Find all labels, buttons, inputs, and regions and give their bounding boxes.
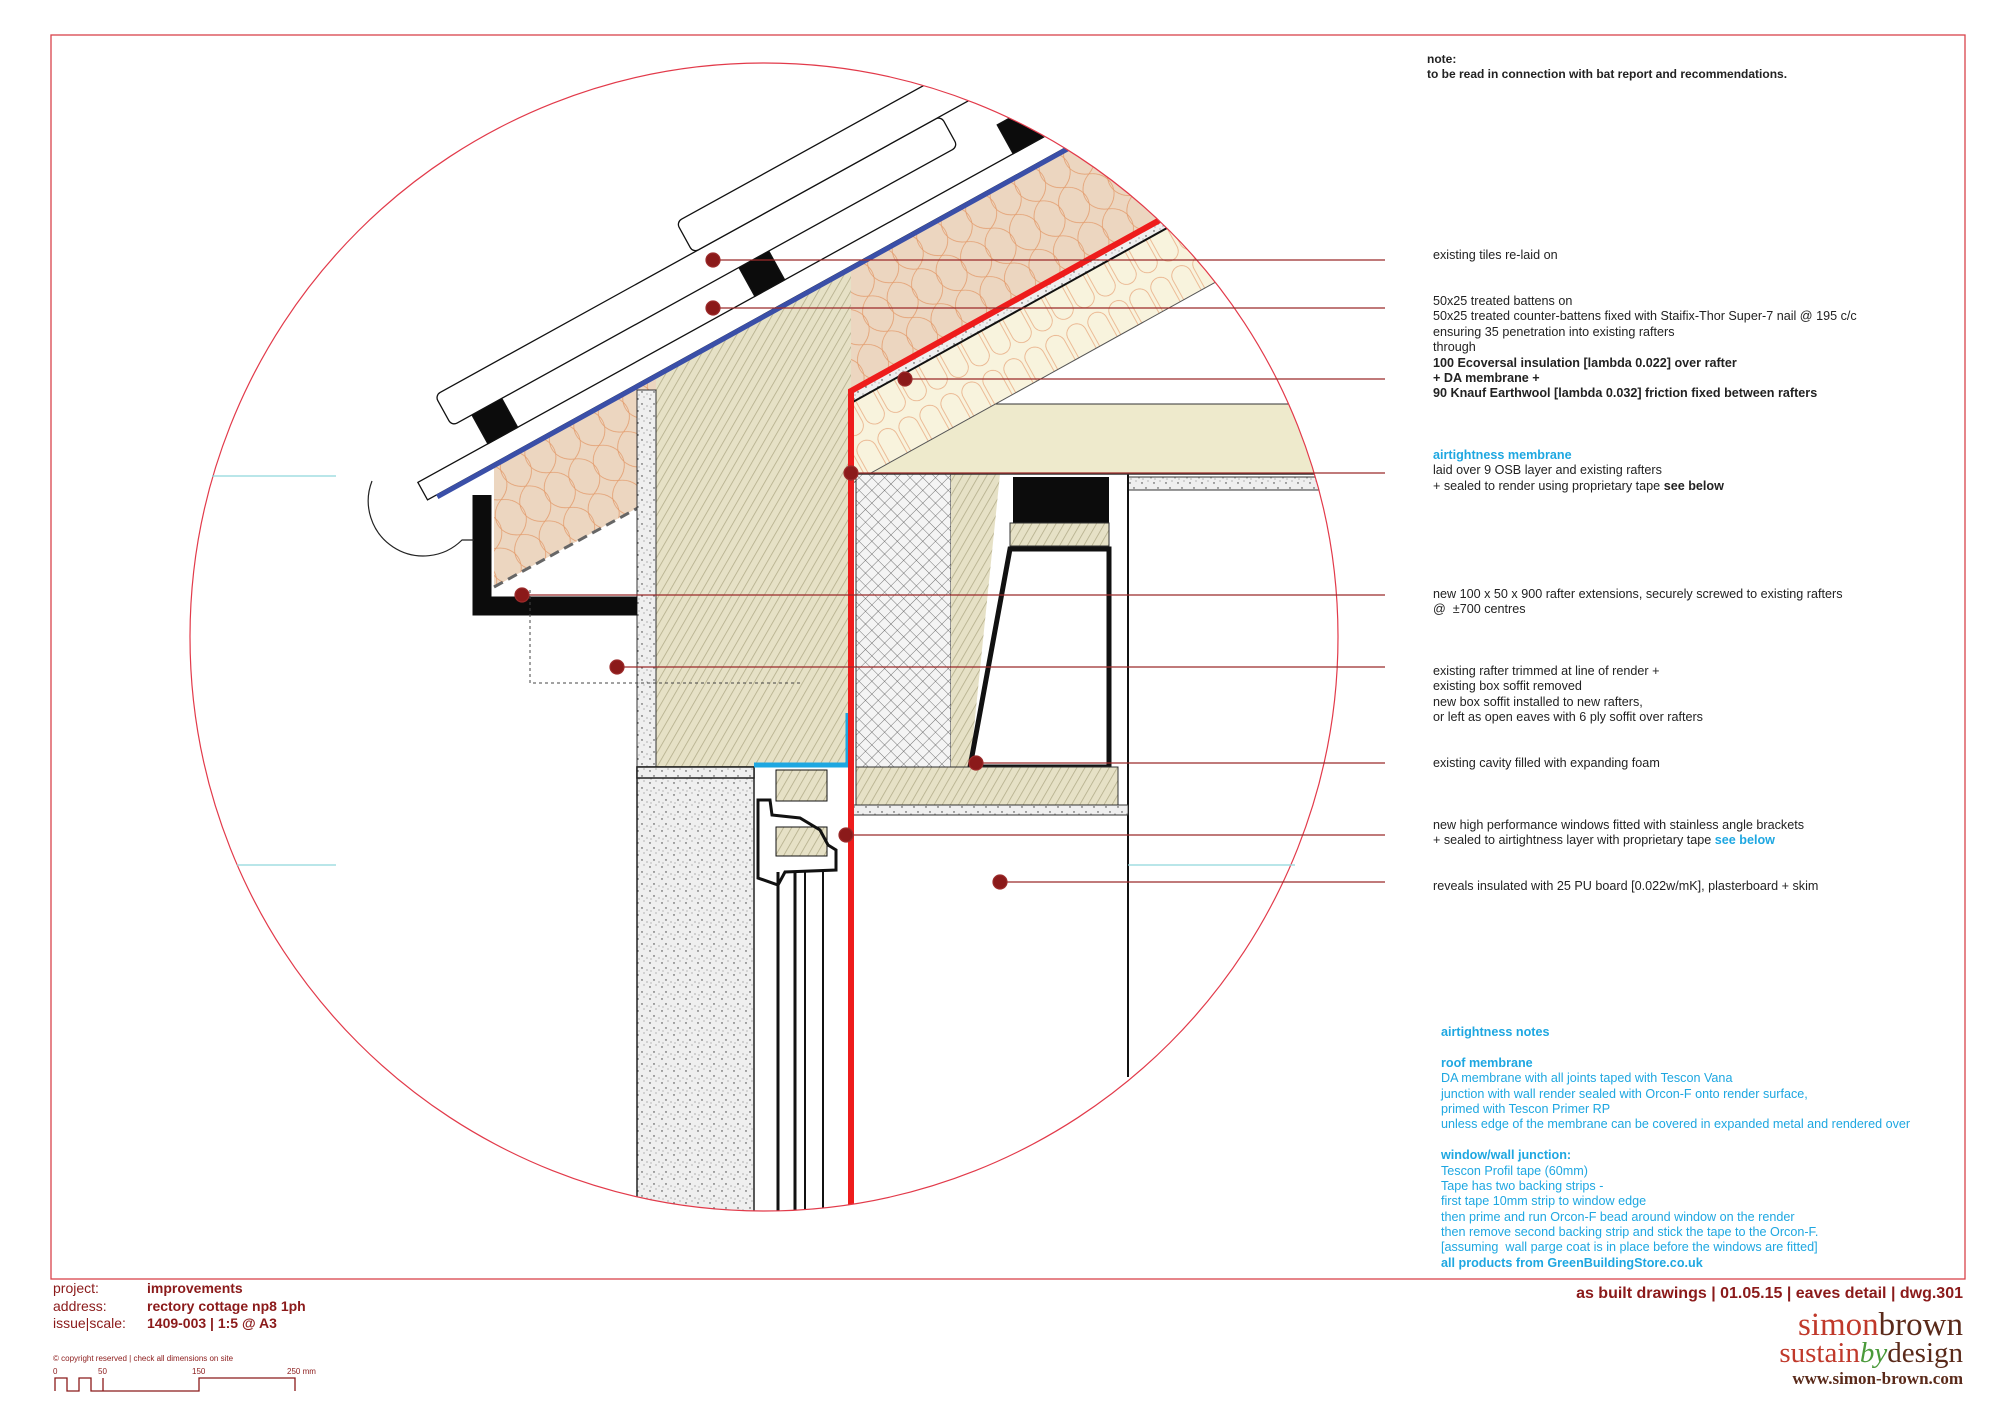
notes-subheading: roof membrane [1441, 1055, 1533, 1070]
annotation-line: existing box soffit removed [1433, 679, 1582, 694]
notes-line: then remove second backing strip and sti… [1441, 1225, 1819, 1240]
annotation-line: new high performance windows fitted with… [1433, 818, 1805, 832]
annotation-line: @ ±700 centres [1433, 602, 1526, 617]
notes-footer: all products from GreenBuildingStore.co.… [1441, 1255, 1703, 1270]
leader-dot [705, 252, 721, 268]
notes-line: unless edge of the membrane can be cover… [1441, 1117, 1911, 1132]
notes-line: [assuming wall parge coat is in place be… [1441, 1240, 1818, 1255]
cyan-markers [212, 475, 1295, 866]
logo-text: brown [1878, 1307, 1963, 1343]
cavity-foam [855, 473, 952, 768]
annotation-line: ensuring 35 penetration into existing ra… [1433, 324, 1675, 339]
notes-heading: airtightness notes [1441, 1025, 1550, 1039]
annotation-line: 90 Knauf Earthwool [lambda 0.032] fricti… [1433, 386, 1818, 401]
project-label: project: [53, 1280, 99, 1296]
annotation-line: reveals insulated with 25 PU board [0.02… [1433, 879, 1819, 893]
drawing-info: as built drawings | 01.05.15 | eaves det… [1576, 1285, 1963, 1302]
project-value: improvements [147, 1280, 243, 1296]
section-detail [367, 63, 1338, 1211]
general-note: note: to be read in connection with bat … [1427, 52, 1787, 83]
inner-leaf [951, 474, 1000, 767]
note-label: note: [1427, 52, 1457, 66]
annotation-battens-insulation: 50x25 treated battens on 50x25 treated c… [1433, 294, 1857, 402]
sheet-border [50, 34, 1966, 1280]
annotation-cavity: existing cavity filled with expanding fo… [1433, 756, 1660, 771]
scale-tick-label: 150 [192, 1367, 206, 1376]
render-upper [636, 389, 657, 768]
logo-name: simonbrown [1798, 1308, 1963, 1342]
logo-tagline: sustainbydesign [1779, 1338, 1963, 1368]
annotation-line: laid over 9 OSB layer and existing rafte… [1433, 463, 1662, 478]
airtightness-notes: airtightness notes roof membrane DA memb… [1441, 1025, 1910, 1271]
leader-dot [843, 465, 859, 481]
wall-masonry [656, 268, 851, 767]
annotation-line: + sealed to airtightness layer with prop… [1433, 833, 1715, 848]
annotation-line: 50x25 treated battens on [1433, 294, 1573, 308]
annotation-reveals: reveals insulated with 25 PU board [0.02… [1433, 879, 1818, 894]
detail-circle [189, 62, 1339, 1212]
lintel-box [966, 546, 1112, 770]
leader-dot [705, 300, 721, 316]
annotation-line: 100 Ecoversal insulation [lambda 0.022] … [1433, 355, 1737, 370]
logo-text: sustain [1779, 1337, 1860, 1369]
issue-value: 1409-003 | 1:5 @ A3 [147, 1315, 277, 1331]
copyright-note: © copyright reserved | check all dimensi… [53, 1354, 234, 1363]
annotation-soffit: existing rafter trimmed at line of rende… [1433, 664, 1703, 726]
scale-tick-label: 50 [98, 1367, 107, 1376]
annotation-line: existing tiles re-laid on [1433, 248, 1558, 262]
fascia-bracket [472, 495, 637, 616]
annotation-tiles: existing tiles re-laid on [1433, 248, 1558, 263]
annotation-windows: new high performance windows fitted with… [1433, 818, 1804, 849]
see-below-ref: see below [1663, 478, 1724, 493]
logo-url: www.simon-brown.com [1792, 1369, 1963, 1388]
notes-line: first tape 10mm strip to window edge [1441, 1194, 1647, 1209]
annotation-line: new 100 x 50 x 900 rafter extensions, se… [1433, 587, 1843, 601]
gutter [367, 480, 474, 557]
leader-dot [992, 874, 1008, 890]
issue-label: issue|scale: [53, 1315, 126, 1331]
address-label: address: [53, 1298, 107, 1314]
lintel-lower [855, 766, 1119, 806]
annotation-line: existing cavity filled with expanding fo… [1433, 756, 1660, 770]
logo-text: design [1887, 1337, 1963, 1369]
annotation-line: + sealed to render using proprietary tap… [1433, 478, 1664, 493]
notes-line: Tescon Profil tape (60mm) [1441, 1163, 1588, 1178]
logo-text: simon [1797, 1307, 1879, 1343]
notes-subheading: window/wall junction: [1441, 1148, 1572, 1163]
wall-plate [1013, 477, 1109, 523]
notes-line: primed with Tescon Primer RP [1441, 1101, 1611, 1116]
annotation-line: existing rafter trimmed at line of rende… [1433, 664, 1660, 678]
logo-text: by [1859, 1337, 1888, 1369]
annotation-line: new box soffit installed to new rafters, [1433, 694, 1643, 709]
scale-bar [54, 1377, 296, 1392]
note-text: to be read in connection with bat report… [1427, 67, 1788, 82]
scale-tick-label: 250 mm [287, 1367, 316, 1376]
leader-dot [609, 659, 625, 675]
notes-line: junction with wall render sealed with Or… [1441, 1086, 1808, 1101]
annotation-line: through [1433, 340, 1476, 355]
notes-line: Tape has two backing strips - [1441, 1178, 1604, 1193]
notes-line: then prime and run Orcon-F bead around w… [1441, 1209, 1795, 1224]
render-lower [636, 766, 755, 1211]
annotation-line: 50x25 treated counter-battens fixed with… [1433, 309, 1857, 324]
annotation-airtightness-membrane: airtightness membrane laid over 9 OSB la… [1433, 448, 1724, 494]
annotation-line: + DA membrane + [1433, 370, 1540, 385]
annotation-heading: airtightness membrane [1433, 448, 1572, 462]
leader-dot [897, 371, 913, 387]
leader-dot [514, 587, 530, 603]
leader-dot [838, 827, 854, 843]
annotation-rafter-extensions: new 100 x 50 x 900 rafter extensions, se… [1433, 587, 1843, 618]
annotation-line: or left as open eaves with 6 ply soffit … [1433, 710, 1703, 725]
window-frame [756, 769, 838, 1211]
scale-tick-label: 0 [53, 1367, 58, 1376]
leader-lines [514, 252, 1385, 890]
leader-dot [968, 755, 984, 771]
see-below-ref: see below [1714, 833, 1775, 848]
notes-line: DA membrane with all joints taped with T… [1441, 1071, 1733, 1086]
address-value: rectory cottage np8 1ph [147, 1298, 306, 1314]
